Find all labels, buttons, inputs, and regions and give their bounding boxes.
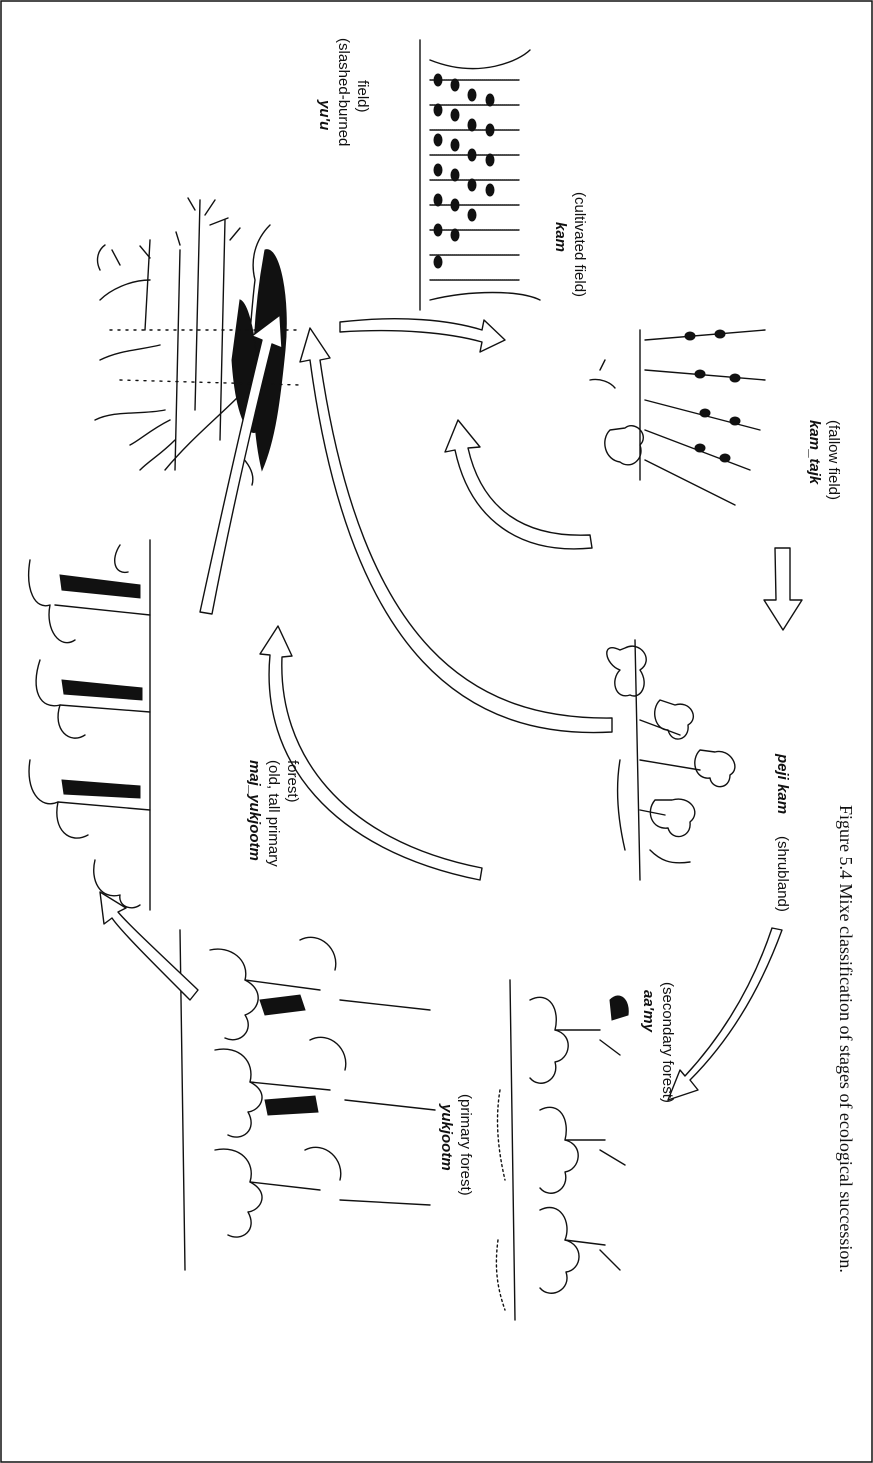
fallow-field-illustration [590,330,765,505]
old-tall-primary-forest-illustration [29,540,150,910]
label-kam-tajk-gloss: (fallow field) [825,420,842,500]
label-yuu-gloss-1: (slashed-burned [335,38,352,146]
label-kam: kam (cultivated field) [552,192,588,297]
label-peji-kam-gloss: (shrubland) [774,836,791,912]
label-yukjootm-name: yukjootm [438,1103,455,1171]
label-yuu-name: yu'u [316,99,333,130]
arrow-slashed-to-cultivated [340,319,505,352]
label-peji-kam-name: peji kam [774,753,791,814]
label-yukjootm-gloss: (primary forest) [457,1094,474,1196]
arrow-shrubland-to-secondary-forest [668,928,782,1100]
figure-caption: Figure 5.4 Mixe classification of stages… [836,805,856,1273]
label-yuu-gloss-2: field) [354,80,371,113]
shrubland-illustration [607,640,735,880]
label-peji-kam: peji kam (shrubland) [774,753,791,912]
figure-caption-group: Figure 5.4 Mixe classification of stages… [836,805,856,1273]
label-aamy-name: aa'my [640,990,657,1033]
label-kam-gloss: (cultivated field) [571,192,588,297]
label-yuu: yu'u (slashed-burned field) [316,38,371,146]
arrow-fallow-to-slashed [445,420,592,549]
label-maj-yukjootm-gloss-1: (old, tall primary [265,760,282,867]
label-maj-yukjootm: maj_yukjootm (old, tall primary forest) [246,760,301,867]
cultivated-field-illustration [420,40,540,310]
arrow-primary-to-old-primary [100,892,198,1000]
secondary-forest-illustration [496,980,628,1320]
arrow-fallow-to-shrubland [764,548,802,630]
label-aamy-gloss: (secondary forest) [659,982,676,1103]
label-maj-yukjootm-name: maj_yukjootm [246,760,263,861]
label-kam-name: kam [552,222,569,252]
label-yukjootm: yukjootm (primary forest) [438,1094,474,1196]
label-aamy: aa'my (secondary forest) [640,982,676,1103]
label-maj-yukjootm-gloss-2: forest) [284,760,301,803]
primary-forest-illustration [180,930,435,1270]
arrow-secondary-forest-to-slashed [260,626,482,880]
label-kam-tajk-name: kam_tajk [806,420,823,485]
label-kam-tajk: kam_tajk (fallow field) [806,420,842,500]
arrow-shrubland-to-slashed [300,328,612,733]
